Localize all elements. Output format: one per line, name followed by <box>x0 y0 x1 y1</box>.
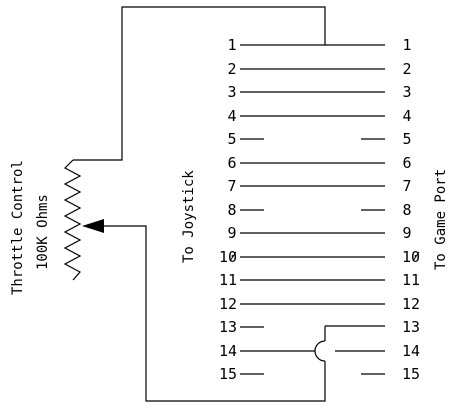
ohms-label-text: 100K Ohms <box>35 194 51 270</box>
pin-left-12: 12 <box>219 295 237 313</box>
pin-left-9: 9 <box>227 224 236 242</box>
pin-right-1: 1 <box>402 36 411 54</box>
ohms-label: 100K Ohms <box>35 194 51 270</box>
pin-left-8: 8 <box>227 201 236 219</box>
pin-right-11: 11 <box>402 271 420 289</box>
pin-left-2: 2 <box>227 60 236 78</box>
wire-crossover-hop <box>314 340 326 362</box>
to-game-port-label: To Game Port <box>433 169 449 270</box>
to-joystick-label: To Joystick <box>181 170 197 263</box>
pin-left-10: 10 <box>219 248 237 266</box>
pin-left-10-slash <box>229 251 237 262</box>
pin-right-10-slash <box>412 251 420 262</box>
pin-left-6: 6 <box>227 154 236 172</box>
throttle-label: Throttle Control <box>10 160 26 295</box>
pin-right-7: 7 <box>402 177 411 195</box>
pin-right-2: 2 <box>402 60 411 78</box>
pin-left-11: 11 <box>219 271 237 289</box>
pin-right-6: 6 <box>402 154 411 172</box>
pin-left-3: 3 <box>227 83 236 101</box>
pin-right-8: 8 <box>402 201 411 219</box>
potentiometer-wiper-arrow <box>82 219 104 233</box>
pin-right-4: 4 <box>402 107 411 125</box>
wire-resistor-to-pin1 <box>73 6 326 161</box>
pin-left-14: 14 <box>219 342 237 360</box>
pin-right-5: 5 <box>402 130 411 148</box>
pin-right-15: 15 <box>402 365 420 383</box>
pin-left-13: 13 <box>219 318 237 336</box>
pin-right-12: 12 <box>402 295 420 313</box>
potentiometer-resistor <box>63 159 82 281</box>
pin-right-14: 14 <box>402 342 420 360</box>
pin-right-9: 9 <box>402 224 411 242</box>
wire-wiper-to-pin15 <box>104 225 326 402</box>
pin-left-15: 15 <box>219 365 237 383</box>
pin-right-3: 3 <box>402 83 411 101</box>
pin-right-10: 10 <box>402 248 420 266</box>
pin-left-1: 1 <box>227 36 236 54</box>
pin-left-5: 5 <box>227 130 236 148</box>
pin-left-7: 7 <box>227 177 236 195</box>
pin-right-13: 13 <box>402 318 420 336</box>
pin-left-4: 4 <box>227 107 236 125</box>
